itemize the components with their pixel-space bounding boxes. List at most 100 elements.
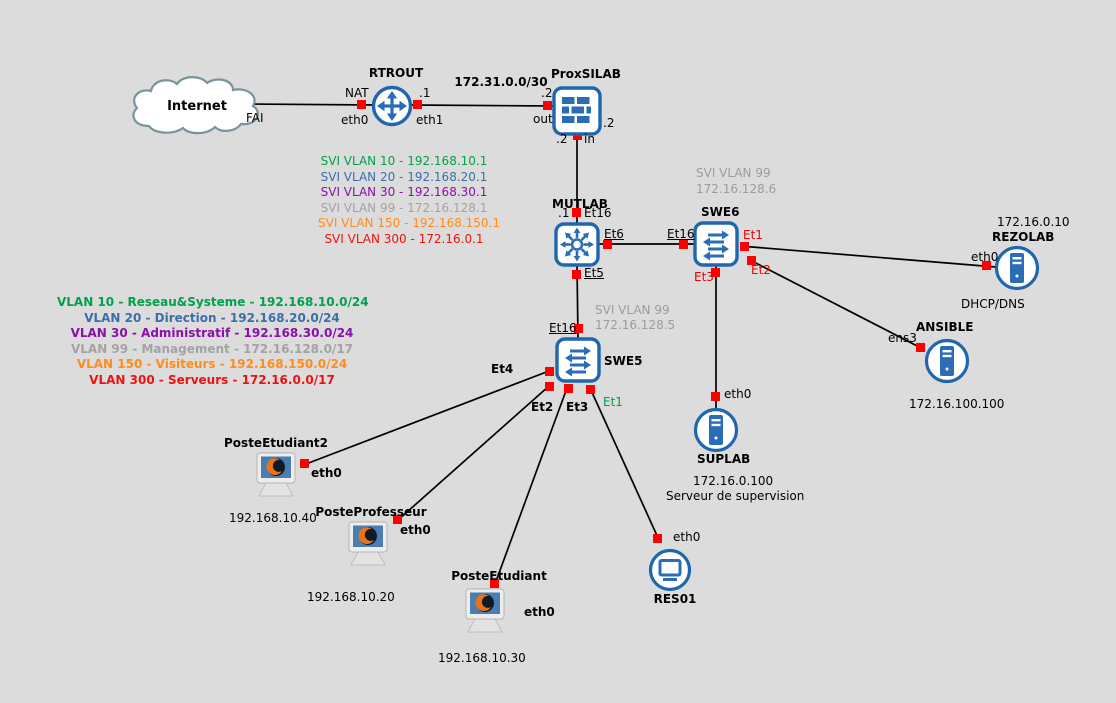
svi-legend-row: SVI VLAN 20 - 192.168.20.1 xyxy=(320,169,488,184)
port-status-posteprofesseur-eth0 xyxy=(393,515,402,524)
swe5-port-et3-label: Et3 xyxy=(566,400,589,414)
ansible-ens3-label: ens3 xyxy=(888,331,917,345)
linux-host-glyph xyxy=(465,588,505,633)
posteetudiant2-ip-label: 192.168.10.40 xyxy=(229,511,317,525)
suplab-role-label: Serveur de supervision xyxy=(666,489,805,503)
mutlab-port-et5-label: Et5 xyxy=(584,266,604,280)
internet-cloud-icon[interactable] xyxy=(123,74,267,138)
link-swe6-ansible[interactable] xyxy=(749,259,926,351)
swe5-switch-icon[interactable] xyxy=(555,337,601,383)
port-status-mutlab-et6 xyxy=(603,240,612,249)
port-status-mutlab-et16 xyxy=(572,208,581,217)
swe5-svi-ip-label: 172.16.128.5 xyxy=(595,318,676,332)
posteetudiant-eth0-label: eth0 xyxy=(524,605,555,619)
posteetudiant-title: PosteEtudiant xyxy=(451,569,547,583)
vlan-legend-row: VLAN 30 - Administratif - 192.168.30.0/2… xyxy=(70,326,354,340)
swe6-svi-ip-label: 172.16.128.6 xyxy=(696,182,777,196)
vlan-legend-row: VLAN 10 - Reseau&Systeme - 192.168.10.0/… xyxy=(57,295,369,309)
proxsilab-port-out-label: out xyxy=(533,112,553,126)
link-swe6-rezolab[interactable] xyxy=(739,245,997,268)
posteprofesseur-title: PosteProfesseur xyxy=(315,505,427,519)
port-status-posteetudiant2-eth0 xyxy=(300,459,309,468)
link-rtrout-proxsilab[interactable] xyxy=(409,104,554,107)
vlan-legend-row: VLAN 150 - Visiteurs - 192.168.150.0/24 xyxy=(76,357,348,371)
posteetudiant-host-icon[interactable] xyxy=(461,586,513,636)
port-status-swe6-et1 xyxy=(740,242,749,251)
port-status-swe6-et3 xyxy=(711,268,720,277)
posteprofesseur-host-icon[interactable] xyxy=(344,519,396,569)
vlan-legend-row: VLAN 99 - Management - 172.16.128.0/17 xyxy=(70,341,354,356)
svi-legend-row: SVI VLAN 30 - 192.168.30.1 xyxy=(320,185,488,199)
posteprofesseur-eth0-label: eth0 xyxy=(400,523,431,537)
port-status-swe5-et1 xyxy=(586,385,595,394)
link-swe5-posteetudiant2[interactable] xyxy=(305,370,550,465)
port-status-res01-eth0 xyxy=(653,534,662,543)
swe5-port-et4-label: Et4 xyxy=(491,362,514,376)
multilayer-arrows-glyph xyxy=(558,226,596,263)
swe5-port-et16-label: Et16 xyxy=(549,321,577,335)
swe5-title: SWE5 xyxy=(604,354,643,368)
res01-workstation-icon[interactable] xyxy=(648,548,692,592)
vlan-legend: VLAN 10 - Reseau&Systeme - 192.168.10.0/… xyxy=(57,295,369,388)
port-status-mutlab-et5 xyxy=(572,270,581,279)
linux-host-glyph xyxy=(256,452,296,497)
mutlab-port-et16-label: Et16 xyxy=(584,206,612,220)
internet-port-fai-label: FAI xyxy=(246,111,264,125)
linux-host-glyph xyxy=(348,521,388,566)
port-status-swe5-et2 xyxy=(545,382,554,391)
svi-legend-row: SVI VLAN 300 - 172.16.0.1 xyxy=(324,231,484,246)
cloud-shape xyxy=(132,76,259,135)
port-status-swe6-et2 xyxy=(747,256,756,265)
router-arrows-glyph xyxy=(377,91,407,121)
rtrout-eth1-label: eth1 xyxy=(416,113,444,127)
suplab-title: SUPLAB xyxy=(697,452,751,466)
server-tower-glyph xyxy=(940,346,954,376)
link-swe5-posteprofesseur[interactable] xyxy=(397,385,550,521)
switch-arrows-glyph xyxy=(703,230,729,261)
rtrout-ip-dot1-label: .1 xyxy=(419,86,431,100)
swe5-svi-vlan-label: SVI VLAN 99 xyxy=(595,303,670,317)
suplab-eth0-label: eth0 xyxy=(724,387,752,401)
internet-title: Internet xyxy=(167,99,227,114)
vlan-legend-row: VLAN 20 - Direction - 192.168.20.0/24 xyxy=(84,310,340,325)
rezolab-role-label: DHCP/DNS xyxy=(961,297,1025,311)
swe6-port-et3-label: Et3 xyxy=(694,270,714,284)
proxsilab-firewall-icon[interactable] xyxy=(552,86,602,136)
proxsilab-port-in-label: in xyxy=(584,132,595,146)
suplab-server-icon[interactable] xyxy=(693,407,739,453)
posteetudiant-ip-label: 192.168.10.30 xyxy=(438,651,526,665)
ansible-server-icon[interactable] xyxy=(924,338,970,384)
rezolab-eth0-label: eth0 xyxy=(971,250,999,264)
res01-eth0-label: eth0 xyxy=(673,530,701,544)
posteetudiant2-host-icon[interactable] xyxy=(252,450,304,500)
port-status-swe5-et16 xyxy=(574,324,583,333)
rtrout-router-icon[interactable] xyxy=(371,85,413,127)
rtrout-eth0-label: eth0 xyxy=(341,113,369,127)
rezolab-server-icon[interactable] xyxy=(994,245,1040,291)
res01-title: RES01 xyxy=(653,592,697,606)
swe6-switch-icon[interactable] xyxy=(693,221,739,267)
posteprofesseur-ip-label: 192.168.10.20 xyxy=(307,590,395,604)
port-status-proxsilab-out xyxy=(543,101,552,110)
port-status-rezolab-eth0 xyxy=(982,261,991,270)
svi-legend-row: SVI VLAN 150 - 192.168.150.1 xyxy=(318,216,501,230)
wan-subnet-label: 172.31.0.0/30 xyxy=(454,75,548,89)
svi-legend-row: SVI VLAN 10 - 192.168.10.1 xyxy=(320,154,488,168)
switch-arrows-glyph xyxy=(565,346,591,377)
link-swe5-posteetudiant[interactable] xyxy=(494,387,568,585)
ansible-title: ANSIBLE xyxy=(916,320,974,334)
rtrout-port-nat-label: NAT xyxy=(345,86,369,100)
port-status-swe5-et3 xyxy=(564,384,573,393)
mutlab-multilayer-switch-icon[interactable] xyxy=(554,222,600,267)
link-swe5-res01[interactable] xyxy=(589,387,660,541)
mutlab-title: MUTLAB xyxy=(552,197,608,211)
rezolab-title: REZOLAB xyxy=(992,230,1055,244)
port-status-rtrout-eth1 xyxy=(413,100,422,109)
mutlab-ip-dot1-label: .1 xyxy=(558,206,570,220)
proxsilab-title: ProxSILAB xyxy=(551,67,621,81)
port-status-ansible-ens3 xyxy=(916,343,925,352)
firewall-bricks-glyph xyxy=(562,97,591,123)
link-internet-rtrout[interactable] xyxy=(247,103,376,106)
